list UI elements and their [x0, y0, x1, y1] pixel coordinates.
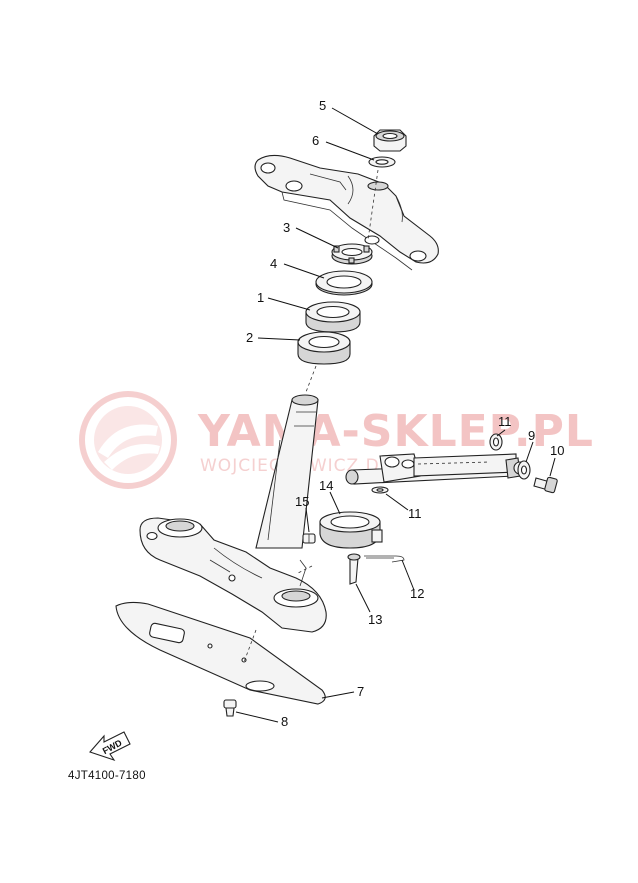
callout-6: 6: [312, 133, 319, 148]
callout-15: 15: [295, 494, 309, 509]
part-6-washer: [368, 156, 396, 168]
part-3-ring-nut: [331, 243, 373, 265]
callout-13: 13: [368, 612, 382, 627]
callout-2: 2: [246, 330, 253, 345]
callout-5: 5: [319, 98, 326, 113]
part-13-pin: [347, 553, 361, 585]
part-14-clamp: [319, 511, 383, 549]
callout-12: 12: [410, 586, 424, 601]
lower-bracket-stem: [139, 394, 327, 633]
part-15-bolt: [302, 533, 316, 544]
part-2-bearing: [297, 331, 351, 365]
callout-14: 14: [319, 478, 333, 493]
part-11-ring-lower: [371, 486, 389, 494]
callout-8: 8: [281, 714, 288, 729]
callout-11-lower: 11: [408, 506, 422, 521]
part-7-cover-plate: [115, 601, 326, 705]
callout-3: 3: [283, 220, 290, 235]
callout-11-upper: 11: [498, 414, 512, 429]
callout-4: 4: [270, 256, 277, 271]
part-4-washer: [315, 270, 373, 296]
callout-1: 1: [257, 290, 264, 305]
callout-9: 9: [528, 428, 535, 443]
callout-10: 10: [550, 443, 564, 458]
callout-7: 7: [357, 684, 364, 699]
forward-arrow: FWD: [89, 731, 131, 762]
leader-lines: [235, 107, 556, 723]
steering-damper: [345, 453, 527, 485]
watermark-title: YAMA-SKLEP.PL: [197, 406, 594, 457]
part-10-bolt: [533, 476, 558, 494]
upper-bracket: [254, 154, 439, 271]
callouts: 5 6 3 4 1 2 11 9 10 14 15 11 12 13 7 8: [246, 98, 564, 729]
drawing-code: 4JT4100-7180: [68, 770, 146, 782]
part-5-nut: [373, 129, 407, 152]
watermark-logo: [79, 391, 177, 489]
part-8-screw: [223, 699, 237, 717]
part-9-bushing: [517, 460, 531, 480]
part-11-ring-upper: [489, 433, 503, 451]
part-1-bearing: [305, 301, 361, 333]
part-12-cotter-pin: [364, 555, 405, 563]
